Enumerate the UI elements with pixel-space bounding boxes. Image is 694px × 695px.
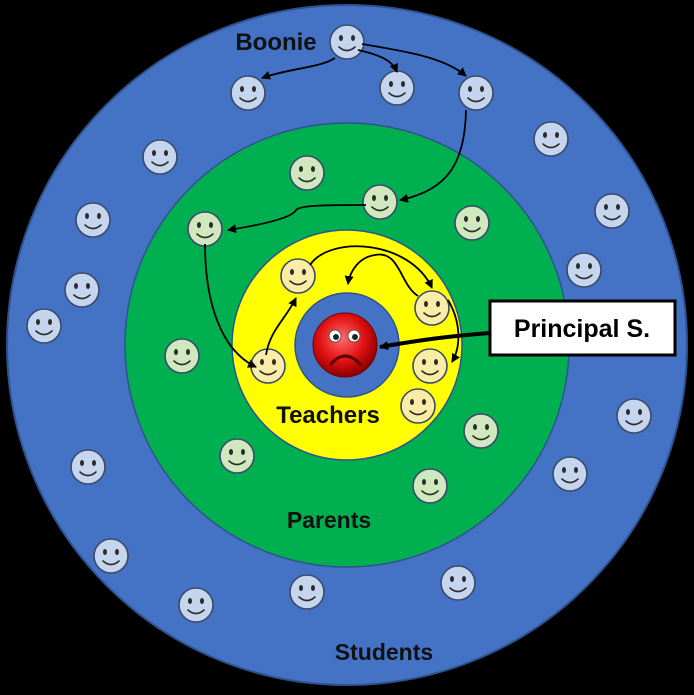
parents-label: Parents [287, 507, 371, 533]
principal-callout-arrow [379, 331, 491, 351]
smiley-face-icon [463, 413, 499, 449]
smiley-face-icon [289, 155, 325, 191]
faces-layer [26, 24, 652, 623]
arrow-teacher-top-to-right [309, 245, 433, 289]
smiley-face-icon [594, 193, 630, 229]
smiley-face-icon [219, 438, 255, 474]
boonie-label: Boonie [235, 29, 316, 56]
smiley-face-icon [178, 587, 214, 623]
smiley-face-icon [412, 468, 448, 504]
principal-callout: Principal S. [488, 299, 677, 357]
arrow-student-to-parent [399, 109, 467, 203]
smiley-face-icon [440, 565, 476, 601]
smiley-face-icon [70, 449, 106, 485]
smiley-face-icon [379, 70, 415, 106]
smiley-face-icon [142, 139, 178, 175]
smiley-face-icon [187, 211, 223, 247]
smiley-face-icon [458, 75, 494, 111]
arrow-teacher-right-loop [344, 253, 419, 297]
smiley-face-icon [250, 348, 286, 384]
smiley-face-icon [93, 538, 129, 574]
smiley-face-icon [412, 348, 448, 384]
students-label: Students [335, 639, 433, 665]
smiley-face-icon [400, 388, 436, 424]
smiley-face-icon [289, 574, 325, 610]
smiley-face-icon [566, 252, 602, 288]
arrow-parent-to-parent [227, 204, 367, 234]
smiley-face-icon [362, 184, 398, 220]
smiley-face-icon [329, 24, 365, 60]
teachers-label: Teachers [276, 402, 380, 429]
smiley-face-icon [164, 338, 200, 374]
smiley-face-icon [64, 272, 100, 308]
smiley-face-icon [414, 290, 450, 326]
smiley-face-icon [26, 308, 62, 344]
smiley-face-icon [454, 205, 490, 241]
influence-arrows [204, 43, 467, 368]
arrow-boonie-to-student-right [361, 43, 467, 77]
smiley-face-icon [75, 202, 111, 238]
smiley-face-icon [230, 75, 266, 111]
smiley-face-icon [616, 398, 652, 434]
arrow-teacher-right-to-lower [447, 299, 460, 363]
principal-label: Principal S. [514, 315, 650, 343]
arrow-boonie-to-student-left [261, 57, 336, 80]
arrow-teacher-to-teacher-up [265, 297, 297, 356]
smiley-face-icon [280, 258, 316, 294]
sad-face-icon [312, 312, 378, 378]
arrow-parent-to-teacher [204, 243, 257, 368]
smiley-face-icon [533, 121, 569, 157]
smiley-face-icon [552, 456, 588, 492]
arrow-boonie-to-student-mid [357, 49, 399, 73]
